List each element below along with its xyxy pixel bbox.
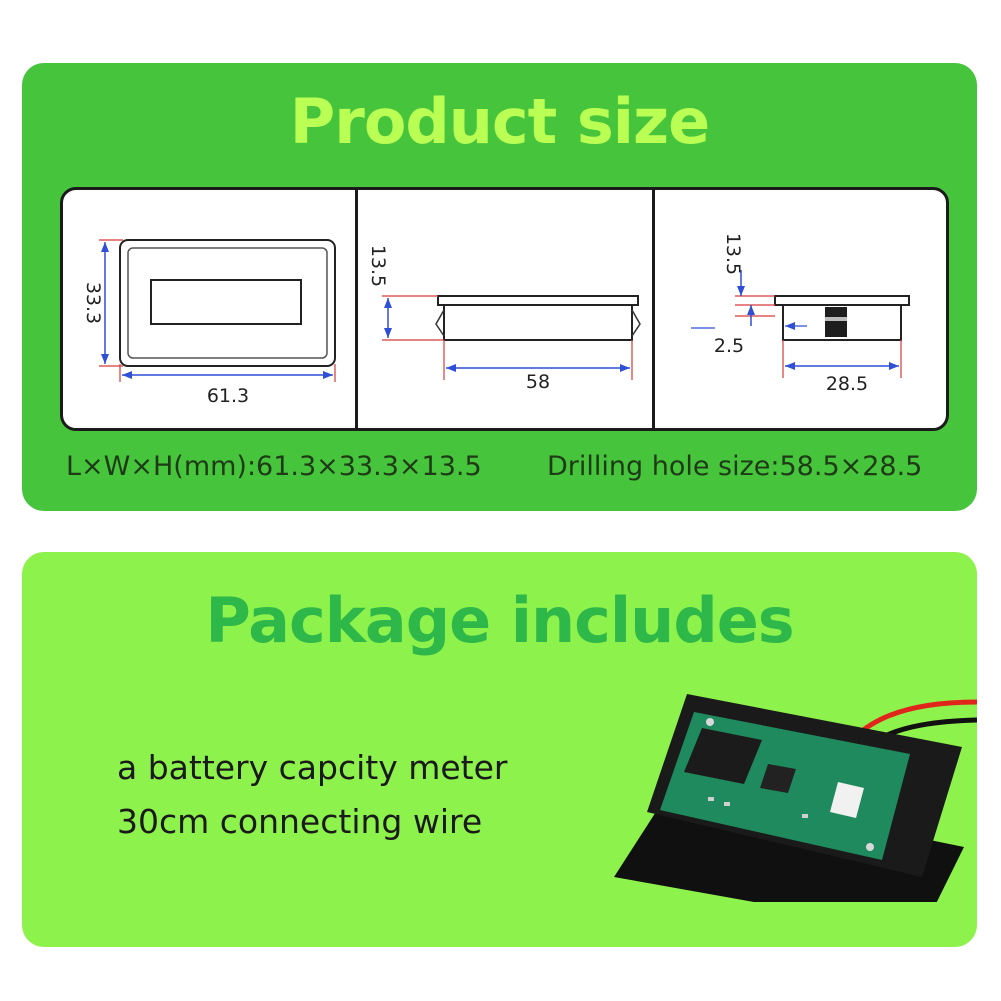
product-size-title: Product size	[289, 85, 710, 158]
right-clip	[631, 309, 641, 337]
hole-body	[782, 305, 902, 341]
side-view-figure: 13.5 58	[367, 245, 641, 393]
side-view-drawing: 13.5 58	[355, 190, 652, 428]
bezel-outline	[119, 239, 336, 367]
package-title: Package includes	[205, 584, 794, 657]
connector-block	[825, 307, 847, 337]
panel-thickness-label: 2.5	[714, 335, 744, 357]
side-length-label: 58	[526, 371, 550, 393]
wire-connector	[830, 782, 864, 818]
side-flange	[437, 295, 639, 306]
small-chip	[760, 764, 796, 793]
left-clip	[435, 309, 445, 337]
battery-meter-photo	[614, 694, 977, 902]
drilling-hole-drawing: 13.5 2.5 28.5	[652, 190, 949, 428]
hole-width-label: 28.5	[826, 373, 868, 395]
side-height-label: 13.5	[367, 245, 389, 287]
dimension-drawings: 33.3 61.3	[60, 187, 949, 431]
front-length-label: 61.3	[207, 385, 249, 407]
ic-chip	[684, 728, 762, 784]
product-size-panel: Product size 33.3 6	[22, 63, 977, 511]
package-panel: Package includes a battery capcity meter…	[22, 552, 977, 947]
dimensions-spec: L×W×H(mm):61.3×33.3×13.5	[66, 451, 482, 482]
front-view-drawing: 33.3 61.3	[63, 190, 355, 428]
bezel-inner	[127, 247, 328, 359]
package-item: 30cm connecting wire	[117, 802, 483, 841]
lcd-window	[150, 279, 302, 325]
drilling-hole-figure: 13.5 2.5 28.5	[691, 233, 910, 395]
front-height-label: 33.3	[82, 282, 104, 324]
hole-flange	[774, 295, 910, 306]
side-body	[443, 305, 633, 341]
package-item: a battery capcity meter	[117, 748, 508, 787]
front-view-figure: 33.3 61.3	[82, 239, 336, 407]
drilling-hole-spec: Drilling hole size:58.5×28.5	[547, 451, 923, 482]
hole-height-label: 13.5	[722, 233, 744, 275]
